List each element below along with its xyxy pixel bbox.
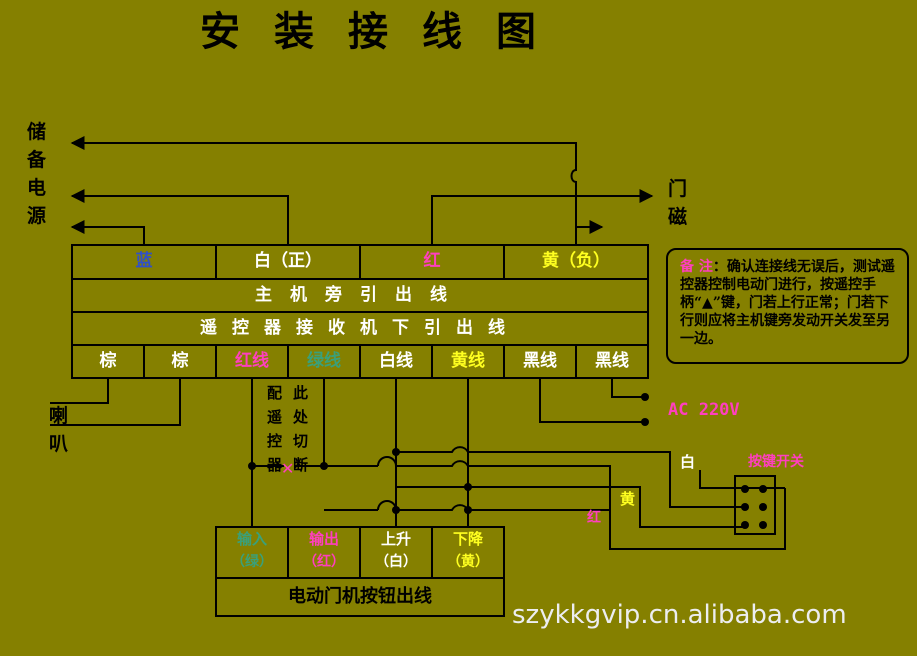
- button-box-footer: 电动门机按钮出线: [288, 586, 432, 607]
- backup-wire-mid: [70, 189, 289, 245]
- watermark: szykkgvip.cn.alibaba.com: [512, 600, 847, 630]
- wire-red-label: 红: [587, 510, 601, 526]
- cell-black-wire-2: 黑线: [595, 351, 629, 371]
- cell-green-wire: 绿线: [307, 351, 341, 371]
- cell-brown-1: 棕: [99, 351, 117, 371]
- backup-wire-top: [70, 136, 577, 245]
- btn-down-label: 下降: [452, 530, 483, 548]
- top-cell-yellow: 黄（负）: [542, 251, 610, 271]
- switch-label: 按键开关: [748, 454, 804, 470]
- door-magnet-label: 门磁: [668, 178, 688, 228]
- top-cell-white: 白（正）: [254, 251, 322, 271]
- wire-yellow-label: 黄: [620, 490, 636, 508]
- wire-white-label: 白: [680, 453, 696, 471]
- remarks-text: ：确认连接线无误后，测试遥控器控制电动门进行，按遥控手柄“▲”键，门若上行正常；…: [680, 259, 895, 347]
- cut-note-cut-here: 此处切断: [293, 384, 309, 474]
- cut-note-remote: 配遥控器: [267, 384, 283, 474]
- horn-label: 喇叭: [49, 405, 69, 455]
- btn-up-color: （白）: [375, 554, 417, 570]
- cell-black-wire-1: 黑线: [523, 351, 557, 371]
- cell-red-wire: 红线: [235, 351, 269, 371]
- button-switch: [734, 475, 776, 535]
- top-cell-blue: 蓝: [135, 251, 153, 271]
- cut-mark-icon: ✕: [281, 459, 294, 478]
- btn-input-label: 输入: [236, 530, 267, 548]
- cell-white-wire: 白线: [379, 351, 413, 371]
- cell-yellow-wire: 黄线: [451, 351, 485, 371]
- ac-label: AC 220V: [668, 400, 740, 420]
- page-title: 安装接线图: [200, 8, 570, 55]
- btn-output-color: （红）: [303, 554, 345, 570]
- door-magnet-wire-1: [431, 189, 654, 245]
- remarks-tag: 备 注: [680, 259, 713, 275]
- row-main: 主机旁引出线: [255, 285, 465, 305]
- btn-input-color: （绿）: [231, 554, 273, 570]
- btn-output-label: 输出: [308, 530, 339, 548]
- top-cell-red: 红: [423, 251, 441, 271]
- door-magnet-wire-2: [575, 220, 604, 245]
- row-receiver: 遥控器接收机下引出线: [200, 318, 520, 338]
- remarks-note: 备 注：确认连接线无误后，测试遥控器控制电动门进行，按遥控手柄“▲”键，门若上行…: [666, 248, 909, 364]
- btn-down-color: （黄）: [447, 554, 489, 570]
- backup-power-label: 储备电源: [27, 121, 47, 227]
- cell-brown-2: 棕: [171, 351, 189, 371]
- backup-wire-low: [70, 220, 145, 245]
- btn-up-label: 上升: [380, 530, 411, 548]
